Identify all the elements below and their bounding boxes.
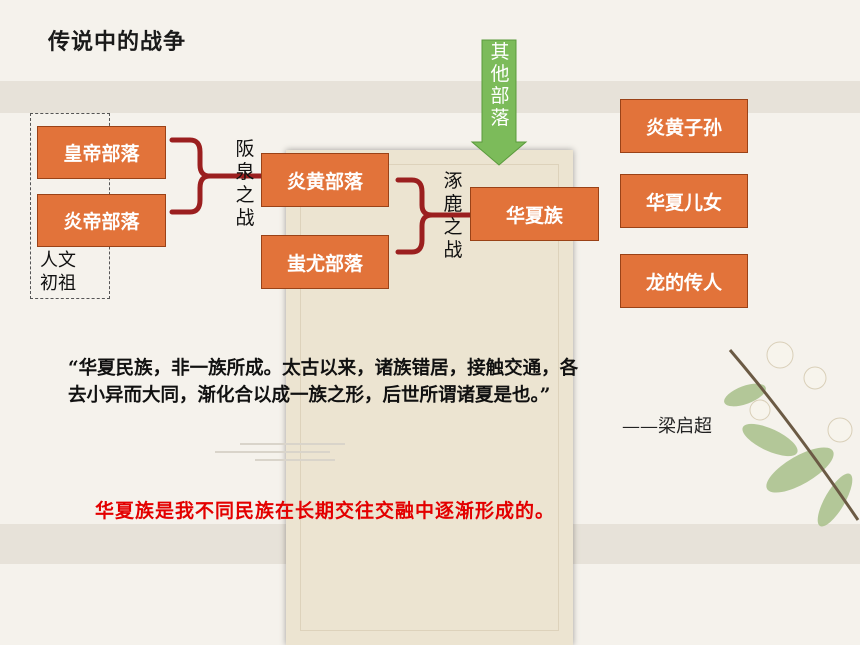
other-tribes-label: 其 他 部 落 [485,41,515,129]
banquan-battle-label: 阪 泉 之 战 [234,138,256,230]
battle2-char: 涿 [443,170,463,192]
chiyou-tribe-box: 蚩尤部落 [261,235,389,289]
yanhuang-descendants-box: 炎黄子孙 [620,99,748,153]
other-tribes-char: 落 [490,107,510,129]
liang-qichao-quote: “华夏民族，非一族所成。太古以来，诸族错居，接触交通，各 去小异而大同，渐化合以… [68,355,758,409]
note-line-2: 初祖 [40,273,76,294]
other-tribes-char: 他 [490,63,510,85]
quote-line-2: 去小异而大同，渐化合以成一族之形，后世所谓诸夏是也。” [68,385,551,406]
dragon-descendants-box: 龙的传人 [620,254,748,308]
huangdi-tribe-box: 皇帝部落 [37,126,166,179]
huaxia-box: 华夏族 [470,187,599,241]
battle1-char: 之 [235,184,255,206]
zhuolu-battle-label: 涿 鹿 之 战 [442,170,464,262]
battle2-char: 之 [443,216,463,238]
other-tribes-char: 部 [490,85,510,107]
page-title: 传说中的战争 [48,30,187,55]
quote-line-1: “华夏民族，非一族所成。太古以来，诸族错居，接触交通，各 [68,358,579,379]
note-line-1: 人文 [40,250,76,271]
battle2-char: 战 [443,239,463,261]
conclusion-text: 华夏族是我不同民族在长期交往交融中逐渐形成的。 [95,500,556,522]
yandi-tribe-box: 炎帝部落 [37,194,166,247]
yanhuang-tribe-box: 炎黄部落 [261,153,389,207]
battle1-char: 阪 [235,138,255,160]
renwen-chuzu-note: 人文 初祖 [40,249,88,295]
huaxia-children-box: 华夏儿女 [620,174,748,228]
other-tribes-char: 其 [490,41,510,63]
battle2-char: 鹿 [443,193,463,215]
battle1-char: 泉 [235,161,255,183]
battle1-char: 战 [235,207,255,229]
quote-author: ——梁启超 [622,416,712,437]
